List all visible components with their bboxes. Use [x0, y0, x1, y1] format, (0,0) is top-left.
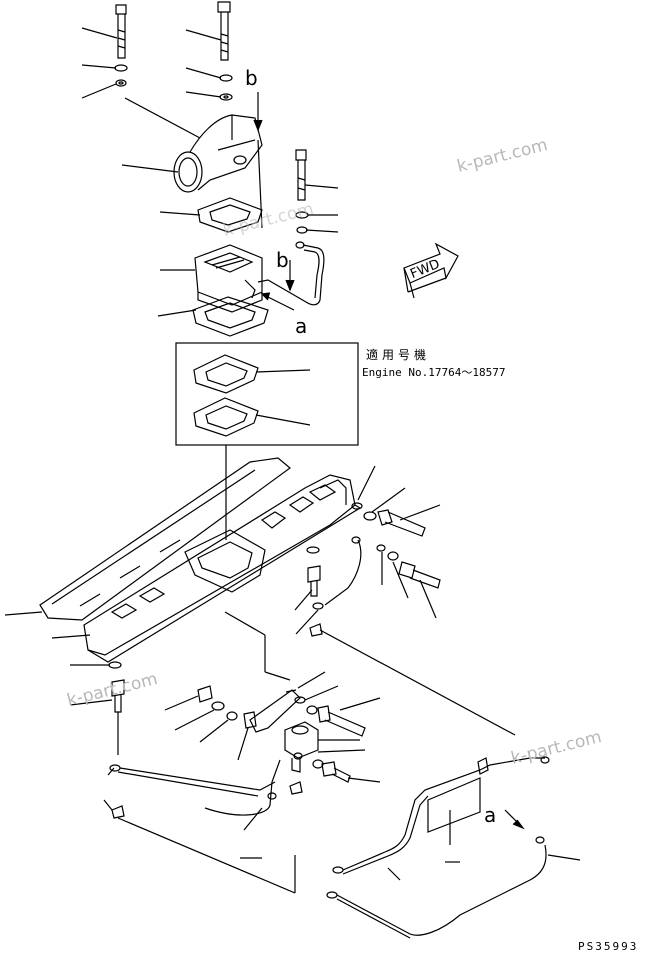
serial-note-title: 適用号機 [366, 348, 431, 362]
fwd-arrow [403, 242, 459, 299]
pipe-lower-right [326, 756, 550, 939]
gasket-box-upper [193, 354, 259, 394]
bracket [249, 689, 301, 733]
thermostat-housing [194, 244, 263, 313]
air-valve [284, 721, 319, 773]
water-outlet-elbow [173, 114, 263, 193]
nut-mid [309, 623, 323, 637]
nut-lower-left [111, 805, 125, 819]
gasket-box-lower [193, 397, 259, 437]
bolt-right [295, 149, 307, 201]
washer-r1 [351, 502, 363, 510]
serial-note-range: Engine No.17764～18577 [362, 366, 506, 379]
bolt-r2 [398, 561, 441, 589]
callout-b-mid: b [276, 248, 289, 272]
figure-code: PS35993 [578, 940, 639, 953]
callout-b-top: b [245, 66, 258, 90]
gasket-lower [192, 296, 269, 337]
washer-r2 [363, 511, 377, 521]
bolt-lower [317, 705, 366, 737]
bolt-top-left [115, 4, 127, 59]
clamp-plate [427, 777, 481, 833]
wire-lower-left [119, 767, 276, 791]
bolt-top-right [217, 1, 231, 61]
air-vent-pipe [257, 241, 325, 306]
bolt-lower-2 [321, 761, 351, 783]
callout-a-low: a [484, 803, 497, 827]
gasket-upper [197, 197, 263, 233]
bolt-r1 [377, 509, 426, 537]
temp-sensor-upper [307, 565, 321, 597]
callout-a-mid: a [295, 314, 308, 338]
pipe-small-mid [324, 539, 362, 606]
manifold-gasket [39, 457, 291, 621]
intake-manifold [83, 474, 362, 663]
serial-group-box [175, 342, 359, 446]
